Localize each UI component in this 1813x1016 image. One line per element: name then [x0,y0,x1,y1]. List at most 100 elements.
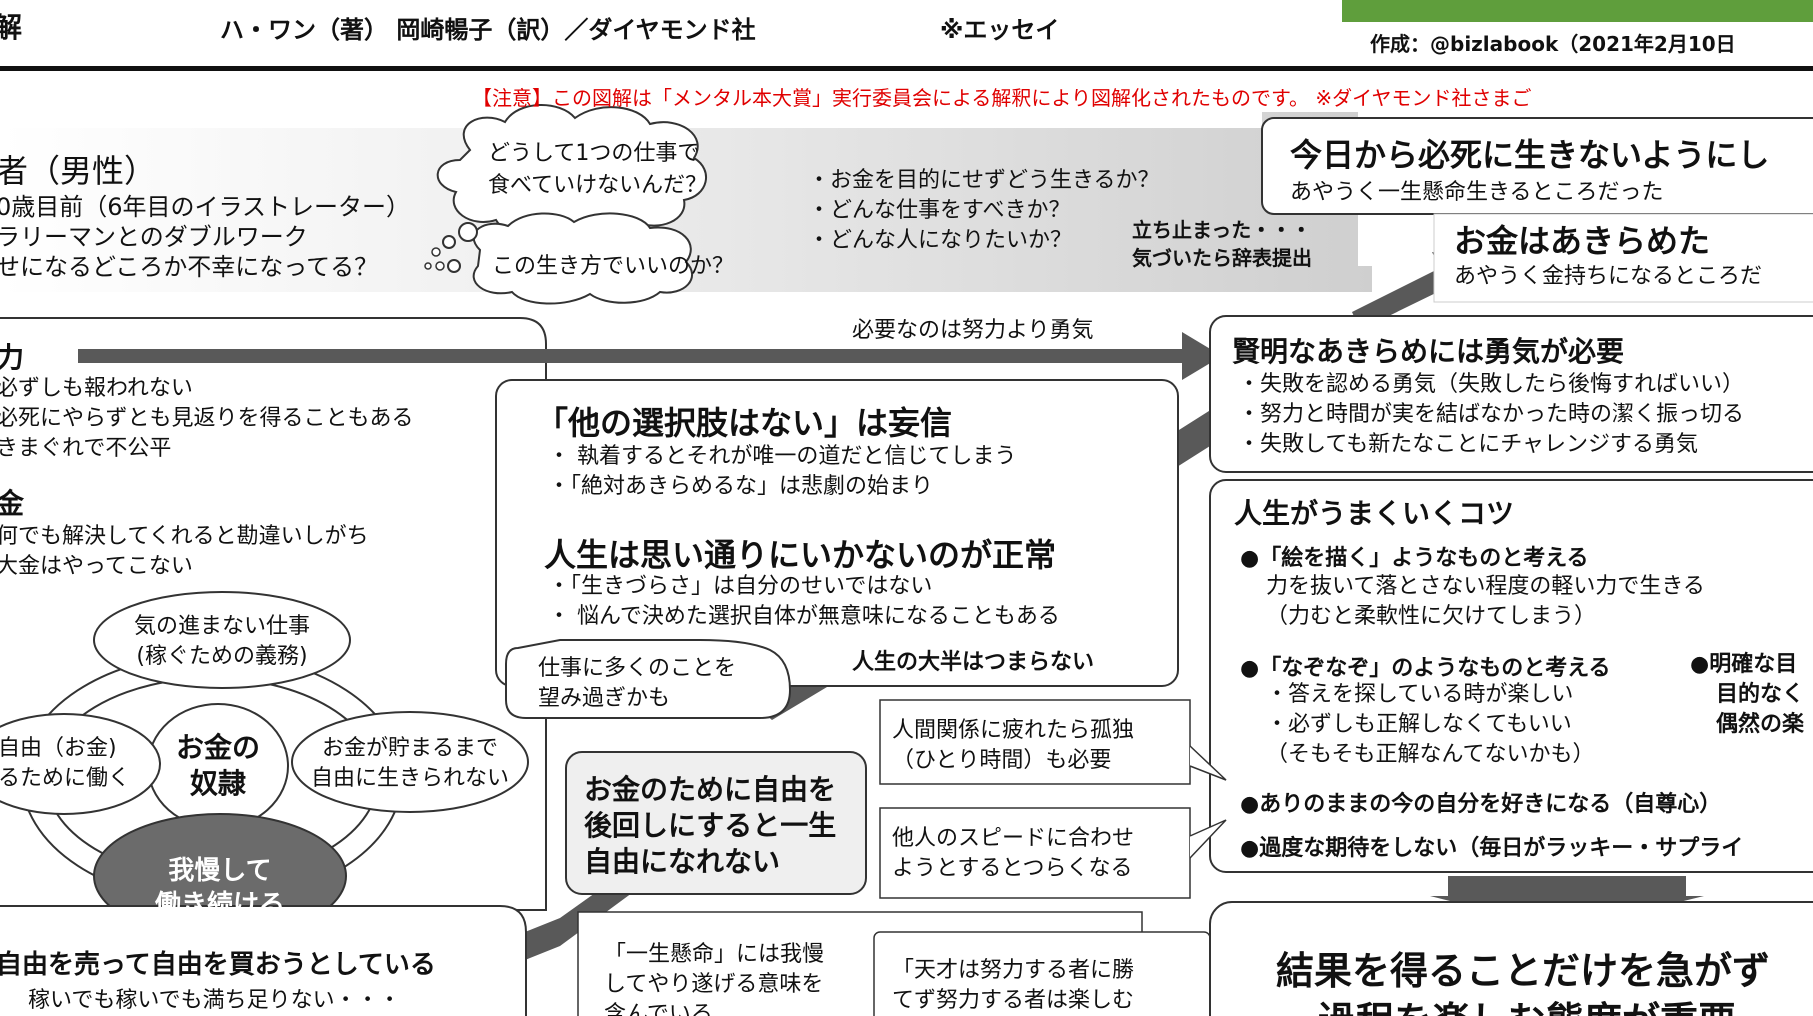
cycle-right-line: 自由に生きられない [310,766,509,791]
profile-title: 者（男性） [0,152,157,190]
freedom-line: 後回しにすると一生 [584,809,837,842]
wish-text: 仕事に多くのことを 望み過ぎかも [538,654,736,714]
wish-line: 望み過ぎかも [538,686,671,711]
center-list-2: ・「生きづらさ」は自分のせいではない ・ 悩んで決めた選択自体が無意味になること… [548,572,1060,632]
question-item: ・どんな人になりたいか？ [808,228,1073,253]
main-message-sub: あやうく一生懸命生きるところだった [1290,180,1664,205]
result-box [1209,901,1813,1016]
tip-5: ●過度な期待をしない（毎日がラッキー・サプライ [1240,836,1744,861]
note-3-line: 「一生懸命」には我慢 [604,942,825,967]
tip-4: ●ありのままの今の自分を好きになる（自尊心） [1240,792,1722,817]
credit: 作成：@bizlabook（2021年2月10日 [1370,32,1736,56]
cycle-left-line: るために働く [0,766,131,791]
courage-box [1209,315,1813,473]
endure-text: 我慢して 働き続ける [120,854,320,922]
title-fragment: 解 [0,11,23,44]
effort-title: 力 [0,341,25,374]
profile-line: せになるどころか不幸になってる？ [0,253,379,281]
courage-line: ・失敗しても新たなことにチャレンジする勇気 [1238,432,1699,457]
question-item: ・どんな仕事をすべきか？ [808,198,1071,223]
tip-3: ●明確な目 目的なく 偶然の楽 [1690,650,1804,740]
tip-1-title: ●「絵を描く」ようなものと考える [1240,546,1589,571]
center-list-item: ・ 執着するとそれが唯一の道だと信じてしまう [548,444,1017,469]
note-1-line: 人間関係に疲れたら孤独 [892,718,1135,743]
tips-box [1209,479,1813,873]
bubble-dot [447,259,461,273]
arrow-label: 必要なのは努力より勇気 [852,318,1094,343]
main-message-title: 今日から必死に生きないようにし [1290,136,1770,174]
author-line: ハ・ワン（著） 岡崎暢子（訳）／ダイヤモンド社 [220,16,756,44]
slave-line: お金の [175,731,260,764]
cycle-right-line: お金が貯まるまで [321,736,498,761]
note-1-pointer [1189,745,1227,781]
bubble-dot [442,235,456,249]
profile-line: ラリーマンとのダブルワーク [0,223,308,251]
center-box [495,379,1179,687]
cycle-right-text: お金が貯まるまで 自由に生きられない [292,734,528,794]
stop-caption: 立ち止まった・・・ 気づいたら辞表提出 [1132,216,1312,272]
money-line: 大金はやってこない [0,554,193,579]
slave-text: お金の 奴隷 [158,730,278,802]
thought-cloud-2 [472,212,693,305]
center-heading-2: 人生は思い通りにいかないのが正常 [544,536,1057,574]
cloud-1-line: 食べていけないんだ？ [488,172,708,198]
tip-3-line: 目的なく [1716,682,1805,707]
sell-freedom-sub: 稼いでも稼いでも満ち足りない・・・ [28,988,401,1013]
note-3-text: 「一生懸命」には我慢 してやり遂げる意味を 含んでいる [604,940,824,1016]
bubble-dot [458,222,478,242]
bubble-dot [431,247,441,257]
result-line-1: 結果を得ることだけを急がず [1276,949,1771,993]
cycle-left-text: 自由（お金) るために働く [0,734,130,794]
tip-1-line: 力を抜いて落とさない程度の軽い力で生きる [1266,574,1705,599]
endure-line: 我慢して [168,856,272,886]
cycle-left-line: 自由（お金) [0,736,117,761]
sell-freedom-title: 自由を売って自由を買おうとしている [0,950,436,980]
freedom-text: お金のために自由を 後回しにすると一生 自由になれない [584,772,836,880]
genre-tag: ※エッセイ [940,16,1060,44]
thought-cloud-1 [436,104,707,238]
tip-2-line: ・必ずしも正解しなくてもいい [1266,712,1572,737]
tip-2-title: ●「なぞなぞ」のようなものと考える [1240,656,1611,681]
cycle-top-line: (稼ぐための義務) [136,644,308,669]
profile-band [0,112,1372,292]
courage-arrow-head [1182,332,1222,380]
wish-bubble [505,639,792,719]
freedom-line: 自由になれない [584,845,781,878]
effort-line: きまぐれで不公平 [0,436,172,461]
note-2 [879,807,1191,899]
tip-2-line: ・答えを探している時が楽しい [1266,682,1574,707]
question-item: ・お金を目的にせずどう生きるか？ [808,168,1160,193]
note-2-line: 他人のスピードに合わせ [892,826,1135,851]
center-conclusion: 人生の大半はつまらない [852,650,1095,675]
note-4-line: てず努力する者は楽しむ [892,988,1135,1013]
freedom-line: お金のために自由を [584,773,837,806]
effort-line: 必死にやらずとも見返りを得ることもある [0,406,414,431]
courage-line: ・努力と時間が実を結ばなかった時の潔く振っ切る [1238,402,1745,427]
note-4-line: 「天才は努力する者に勝 [892,958,1135,983]
question-list: ・お金を目的にせずどう生きるか？ ・どんな仕事をすべきか？ ・どんな人になりたい… [808,166,1160,256]
wish-line: 仕事に多くのことを [538,656,737,681]
effort-lines: 必ずしも報われない 必死にやらずとも見返りを得ることもある きまぐれで不公平 [0,374,414,464]
slave-line: 奴隷 [189,767,246,800]
gave-up-sub: あやうく金持ちになるところだ [1454,264,1763,289]
freedom-box [565,751,867,895]
cycle-top-line: 気の進まない仕事 [133,614,310,639]
note-2-pointer [1189,819,1227,859]
stop-line: 立ち止まった・・・ [1132,218,1312,242]
courage-title: 賢明なあきらめには勇気が必要 [1232,335,1625,368]
money-line: 何でも解決してくれると勘違いしがち [0,524,369,549]
green-header-bar [1342,0,1813,22]
note-2-line: ようとするとつらくなる [892,856,1133,881]
effort-line: 必ずしも報われない [0,376,193,401]
cloud-1-line: どうして1つの仕事で [488,141,700,166]
tip-2-line: （そもそも正解なんてないかも） [1266,742,1595,767]
note-2-text: 他人のスピードに合わせ ようとするとつらくなる [892,824,1134,884]
tip-1-line: （力むと柔軟性に欠けてしまう） [1266,604,1597,629]
center-list-1: ・ 執着するとそれが唯一の道だと信じてしまう ・「絶対あきらめるな」は悲劇の始ま… [548,442,1016,502]
cloud-1-text: どうして1つの仕事で 食べていけないんだ？ [488,138,707,202]
note-1-text: 人間関係に疲れたら孤独 （ひとり時間）も必要 [892,716,1134,776]
note-4-text: 「天才は努力する者に勝 てず努力する者は楽しむ [892,956,1134,1016]
courage-line: ・失敗を認める勇気（失敗したら後悔すればいい） [1238,372,1745,397]
courage-arrow-shaft [78,349,1186,363]
